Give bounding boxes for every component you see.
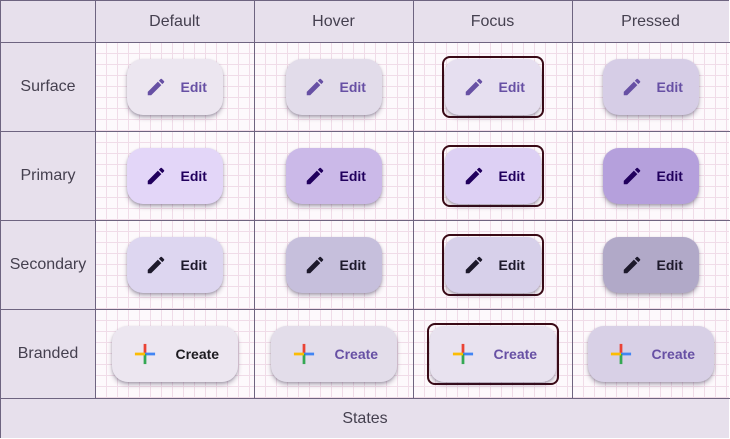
button-label: Create <box>334 345 379 362</box>
create-button-branded-default[interactable]: Create <box>111 325 238 382</box>
corner-cell <box>1 1 95 42</box>
cell-branded-default: Create <box>95 309 254 398</box>
focus-ring: Edit <box>441 55 544 118</box>
cell-surface-focus: Edit <box>413 42 572 131</box>
grid-divider <box>1 131 730 132</box>
row-header-branded: Branded <box>1 309 95 398</box>
grid-divider <box>1 398 730 399</box>
row-header-secondary: Secondary <box>1 220 95 309</box>
edit-button-surface-focus[interactable]: Edit <box>444 58 541 115</box>
button-label: Edit <box>180 256 207 273</box>
google-plus-icon <box>452 343 474 365</box>
button-label: Edit <box>180 167 207 184</box>
edit-button-primary-pressed[interactable]: Edit <box>602 147 699 204</box>
grid-divider <box>1 42 730 43</box>
focus-ring: Edit <box>441 233 544 296</box>
edit-button-secondary-hover[interactable]: Edit <box>285 236 382 293</box>
button-label: Edit <box>339 78 366 95</box>
button-label: Edit <box>498 78 525 95</box>
button-label: Edit <box>339 256 366 273</box>
cell-primary-focus: Edit <box>413 131 572 220</box>
button-label: Edit <box>339 167 366 184</box>
cell-surface-default: Edit <box>95 42 254 131</box>
grid-divider <box>1 309 730 310</box>
edit-button-secondary-default[interactable]: Edit <box>126 236 223 293</box>
cell-secondary-hover: Edit <box>254 220 413 309</box>
grid-divider <box>95 1 96 398</box>
create-button-branded-pressed[interactable]: Create <box>587 325 714 382</box>
cell-primary-pressed: Edit <box>572 131 729 220</box>
pencil-icon <box>621 165 643 187</box>
grid-divider <box>413 1 414 398</box>
focus-ring: Create <box>426 322 559 385</box>
button-label: Edit <box>498 167 525 184</box>
button-label: Edit <box>656 167 683 184</box>
column-header-hover: Hover <box>254 1 413 42</box>
pencil-icon <box>463 76 485 98</box>
create-button-branded-hover[interactable]: Create <box>270 325 397 382</box>
button-label: Create <box>493 345 538 362</box>
pencil-icon <box>145 254 167 276</box>
cell-secondary-default: Edit <box>95 220 254 309</box>
edit-button-surface-pressed[interactable]: Edit <box>602 58 699 115</box>
column-header-pressed: Pressed <box>572 1 729 42</box>
button-label: Edit <box>498 256 525 273</box>
edit-button-surface-hover[interactable]: Edit <box>285 58 382 115</box>
focus-ring: Edit <box>441 144 544 207</box>
google-plus-icon <box>610 343 632 365</box>
edit-button-primary-hover[interactable]: Edit <box>285 147 382 204</box>
row-header-surface: Surface <box>1 42 95 131</box>
grid-divider <box>254 1 255 398</box>
footer-states-label: States <box>1 399 729 438</box>
cell-branded-hover: Create <box>254 309 413 398</box>
edit-button-secondary-pressed[interactable]: Edit <box>602 236 699 293</box>
button-label: Create <box>175 345 220 362</box>
pencil-icon <box>463 254 485 276</box>
grid-divider <box>572 1 573 398</box>
edit-button-surface-default[interactable]: Edit <box>126 58 223 115</box>
pencil-icon <box>463 165 485 187</box>
cell-branded-pressed: Create <box>572 309 729 398</box>
cell-secondary-focus: Edit <box>413 220 572 309</box>
edit-button-primary-focus[interactable]: Edit <box>444 147 541 204</box>
pencil-icon <box>304 165 326 187</box>
pencil-icon <box>304 76 326 98</box>
pencil-icon <box>145 76 167 98</box>
edit-button-primary-default[interactable]: Edit <box>126 147 223 204</box>
cell-primary-hover: Edit <box>254 131 413 220</box>
cell-surface-pressed: Edit <box>572 42 729 131</box>
google-plus-icon <box>293 343 315 365</box>
column-header-focus: Focus <box>413 1 572 42</box>
button-label: Edit <box>656 78 683 95</box>
create-button-branded-focus[interactable]: Create <box>429 325 556 382</box>
pencil-icon <box>621 76 643 98</box>
pencil-icon <box>621 254 643 276</box>
pencil-icon <box>145 165 167 187</box>
google-plus-icon <box>134 343 156 365</box>
edit-button-secondary-focus[interactable]: Edit <box>444 236 541 293</box>
pencil-icon <box>304 254 326 276</box>
cell-branded-focus: Create <box>413 309 572 398</box>
cell-surface-hover: Edit <box>254 42 413 131</box>
row-header-primary: Primary <box>1 131 95 220</box>
button-label: Edit <box>656 256 683 273</box>
button-label: Create <box>651 345 696 362</box>
cell-secondary-pressed: Edit <box>572 220 729 309</box>
column-header-default: Default <box>95 1 254 42</box>
button-label: Edit <box>180 78 207 95</box>
cell-primary-default: Edit <box>95 131 254 220</box>
grid-divider <box>1 220 730 221</box>
